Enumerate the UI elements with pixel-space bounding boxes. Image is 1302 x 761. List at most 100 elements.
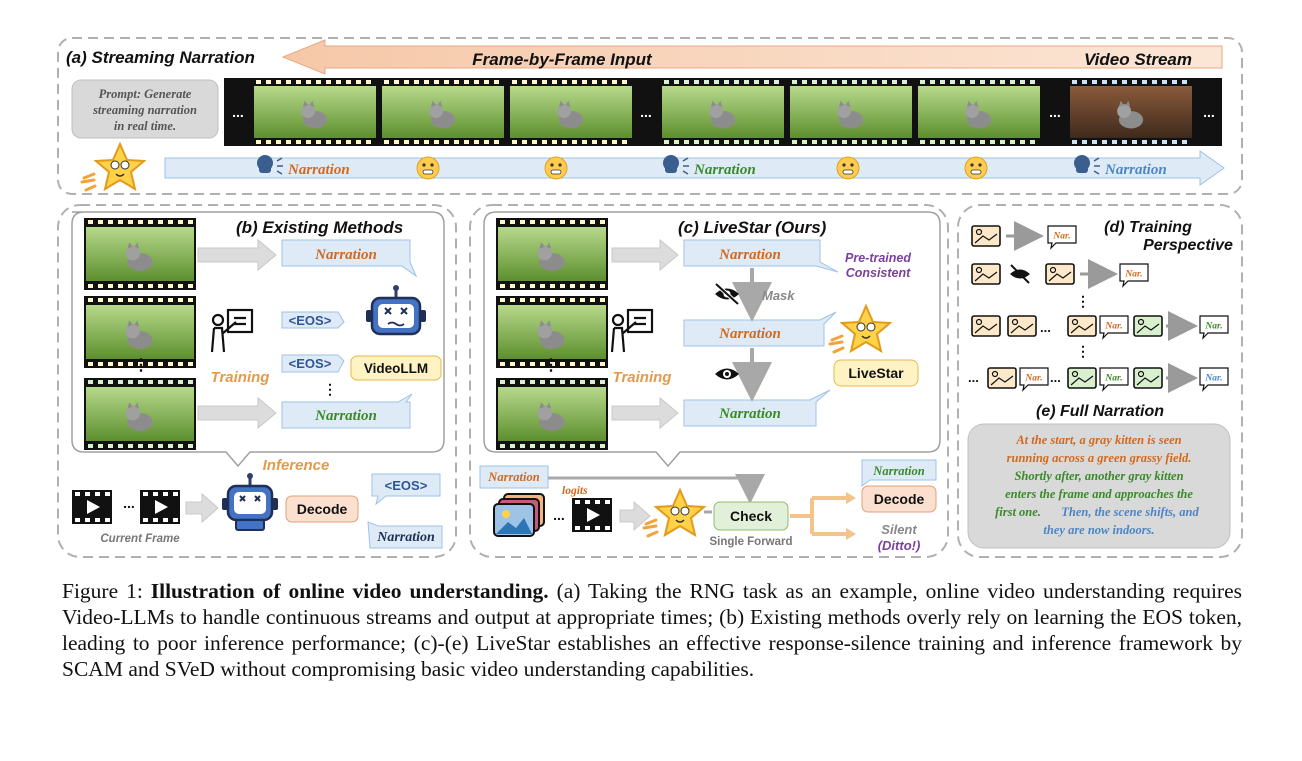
figure-canvas: (a) Streaming Narration Frame-by-Frame I…: [57, 37, 1243, 558]
teacher-icon: [210, 308, 254, 353]
b-eos-text-2: <EOS>: [289, 356, 332, 371]
b-vertical-dots: ⋮: [133, 357, 149, 374]
full-narration-line-4: enters the frame and approaches the: [1005, 487, 1193, 501]
c-training-label: Training: [613, 369, 672, 386]
logits-label: logits: [562, 485, 588, 497]
b-narration-text-2: Narration: [314, 408, 377, 424]
single-forward-label: Single Forward: [709, 536, 792, 548]
image-icon: [971, 315, 1001, 337]
narration-label-2: Narration: [693, 162, 756, 178]
panel-c: (c) LiveStar (Ours) ⋮ Narration Narratio…: [469, 204, 949, 558]
frame-thumbnail: [918, 86, 1040, 138]
full-narration-line-6: Then, the scene shifts, and: [1061, 505, 1199, 519]
nar-bubble: Nar.: [1199, 315, 1229, 340]
panel-b: (b) Existing Methods ⋮ Narration Narrati…: [57, 204, 457, 558]
b-narration-text-1: Narration: [314, 247, 377, 263]
d-ellipsis: ...: [1040, 320, 1051, 335]
silent-face-icon: [836, 156, 860, 180]
b-decode-label: Decode: [297, 501, 348, 517]
robot-icon: [366, 285, 426, 336]
strip-ellipsis-1: ...: [232, 104, 244, 120]
nar-bubble: Nar.: [1019, 367, 1049, 392]
frame-thumbnail: [510, 86, 632, 138]
robot-icon: [222, 473, 278, 531]
pretrained-label: Pre-trained: [845, 251, 911, 265]
b-inference-arrow: [185, 492, 219, 524]
d-ellipsis: ...: [968, 370, 979, 385]
c-narration-small-text: Narration: [487, 470, 539, 484]
b-decode-box: [285, 495, 359, 523]
image-icon: [1007, 315, 1037, 337]
panel-d-e: (d) Training Perspective Nar. Nar.... Nar.…: [957, 204, 1243, 558]
b-eos-bubble-2: [281, 354, 345, 373]
caption-text: (a) Taking the RNG task as an example, o…: [62, 579, 1243, 681]
c-narration-bubble-decode: [861, 459, 937, 487]
nar-label: Nar.: [1024, 374, 1042, 384]
image-icon: [1133, 367, 1163, 389]
frame-input-arrow: [281, 39, 1223, 75]
speaking-head-icon: [663, 155, 689, 175]
panel-b-bubble: [71, 211, 445, 468]
logits-arrow: [548, 474, 765, 504]
video-stream-label: Video Stream: [1084, 50, 1192, 69]
c-decode-label: Decode: [874, 491, 925, 507]
b-eos-text-3: <EOS>: [385, 478, 428, 493]
b-eos-text-1: <EOS>: [289, 313, 332, 328]
silent-face-icon: [964, 156, 988, 180]
image-icon: [971, 225, 1001, 247]
livestar-label: LiveStar: [848, 365, 904, 381]
b-narration-bubble-1: [281, 239, 418, 278]
d-ellipsis: ...: [1050, 370, 1061, 385]
c-narration-text-1: Narration: [718, 247, 781, 263]
full-narration-line-7: they are now indoors.: [1043, 523, 1154, 537]
panel-e-title: (e) Full Narration: [1036, 403, 1164, 420]
video-play-icon: [72, 490, 112, 524]
frame-thumbnail: [498, 227, 606, 281]
consistent-label: Consistent: [846, 266, 911, 280]
panel-d-title-2: Perspective: [1143, 237, 1233, 254]
eye-slash-icon: [714, 282, 740, 306]
panel-a: (a) Streaming Narration Frame-by-Frame I…: [57, 37, 1243, 195]
frame-thumbnail: [382, 86, 504, 138]
frame-thumbnail: [86, 227, 194, 281]
image-icon: [987, 367, 1017, 389]
star-mascot-icon: [80, 141, 147, 192]
prompt-line-1: Prompt: Generate: [99, 87, 192, 101]
eye-icon: [715, 368, 739, 380]
speaking-head-icon: [1074, 155, 1100, 175]
nar-label: Nar.: [1124, 270, 1142, 280]
c-narration-text-2: Narration: [718, 326, 781, 342]
image-stack-icon: [493, 493, 545, 537]
nar-label: Nar.: [1104, 374, 1122, 384]
strip-ellipsis-2: ...: [640, 104, 652, 120]
c-vertical-dots: ⋮: [543, 357, 559, 374]
full-narration-line-2: running across a green grassy field.: [1007, 451, 1192, 465]
c-narration-bubble-3: [683, 389, 831, 427]
image-icon: [1067, 315, 1097, 337]
prompt-line-3: in real time.: [114, 119, 176, 133]
b-narration-bubble-3: [367, 521, 443, 549]
b-narration-text-3: Narration: [376, 530, 435, 545]
frame-thumbnail: [662, 86, 784, 138]
image-icon: [971, 263, 1001, 285]
frame-thumbnail: [498, 387, 606, 441]
strip-ellipsis-4: ...: [1203, 104, 1215, 120]
panel-d-title-1: (d) Training: [1104, 219, 1192, 236]
ditto-label: (Ditto!): [878, 538, 921, 553]
d-dots-2: ⋮: [1076, 343, 1090, 359]
panel-c-bubble: [483, 211, 941, 468]
nar-bubble: Nar.: [1099, 315, 1129, 340]
star-mascot-icon: [642, 487, 707, 538]
image-icon: [1133, 315, 1163, 337]
eye-slash-icon: [1010, 264, 1030, 284]
teacher-icon: [610, 308, 654, 353]
c-narration-text-3: Narration: [718, 406, 781, 422]
c-arrow-1: [611, 238, 679, 272]
image-icon: [1045, 263, 1075, 285]
figure-caption: Figure 1: Illustration of online video u…: [62, 578, 1242, 682]
silent-face-icon: [544, 156, 568, 180]
prompt-line-2: streaming narration: [92, 103, 197, 117]
inference-label: Inference: [263, 457, 330, 474]
full-narration-line-5: first one.: [995, 505, 1041, 519]
c-narration-decode-text: Narration: [872, 464, 924, 478]
